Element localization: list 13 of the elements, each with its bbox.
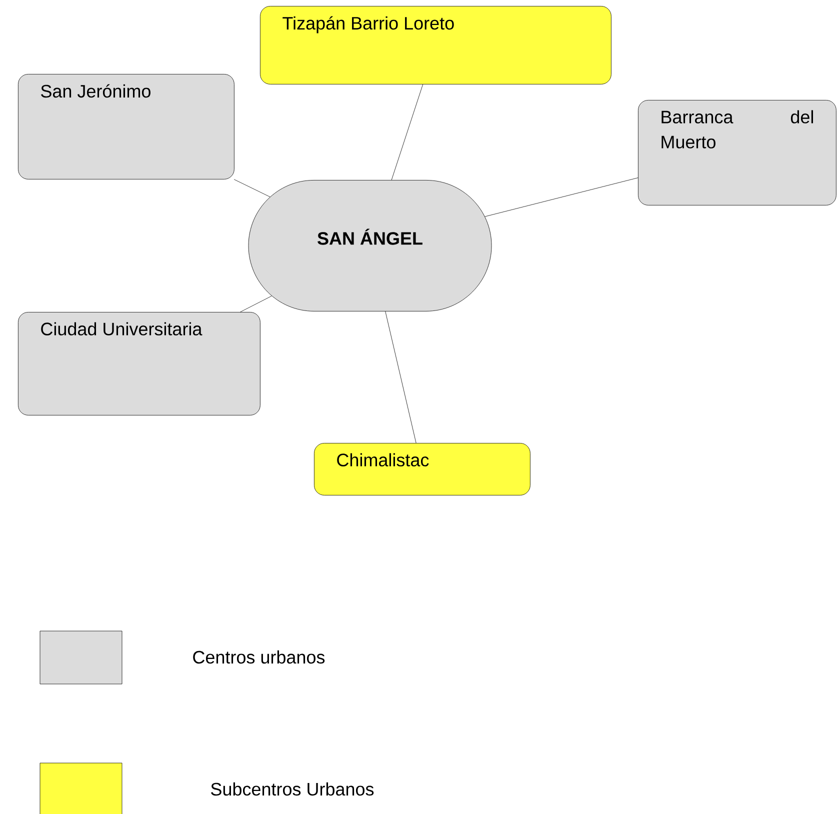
connector-line xyxy=(391,84,424,180)
legend-label: Subcentros Urbanos xyxy=(211,782,374,796)
place-box: Chimalistac xyxy=(314,443,530,496)
place-box: Barranca del Muerto xyxy=(638,100,836,206)
rounded-node: SAN ÁNGEL xyxy=(248,180,492,312)
connector-line xyxy=(234,179,270,198)
place-box: Ciudad Universitaria xyxy=(18,312,260,416)
connector-line xyxy=(240,296,272,312)
place-box: Tizapán Barrio Loreto xyxy=(260,6,612,84)
place-box: San Jerónimo xyxy=(18,74,234,180)
connector-line xyxy=(385,311,416,444)
connector-line xyxy=(484,178,638,217)
legend-label: Centros urbanos xyxy=(193,650,325,664)
